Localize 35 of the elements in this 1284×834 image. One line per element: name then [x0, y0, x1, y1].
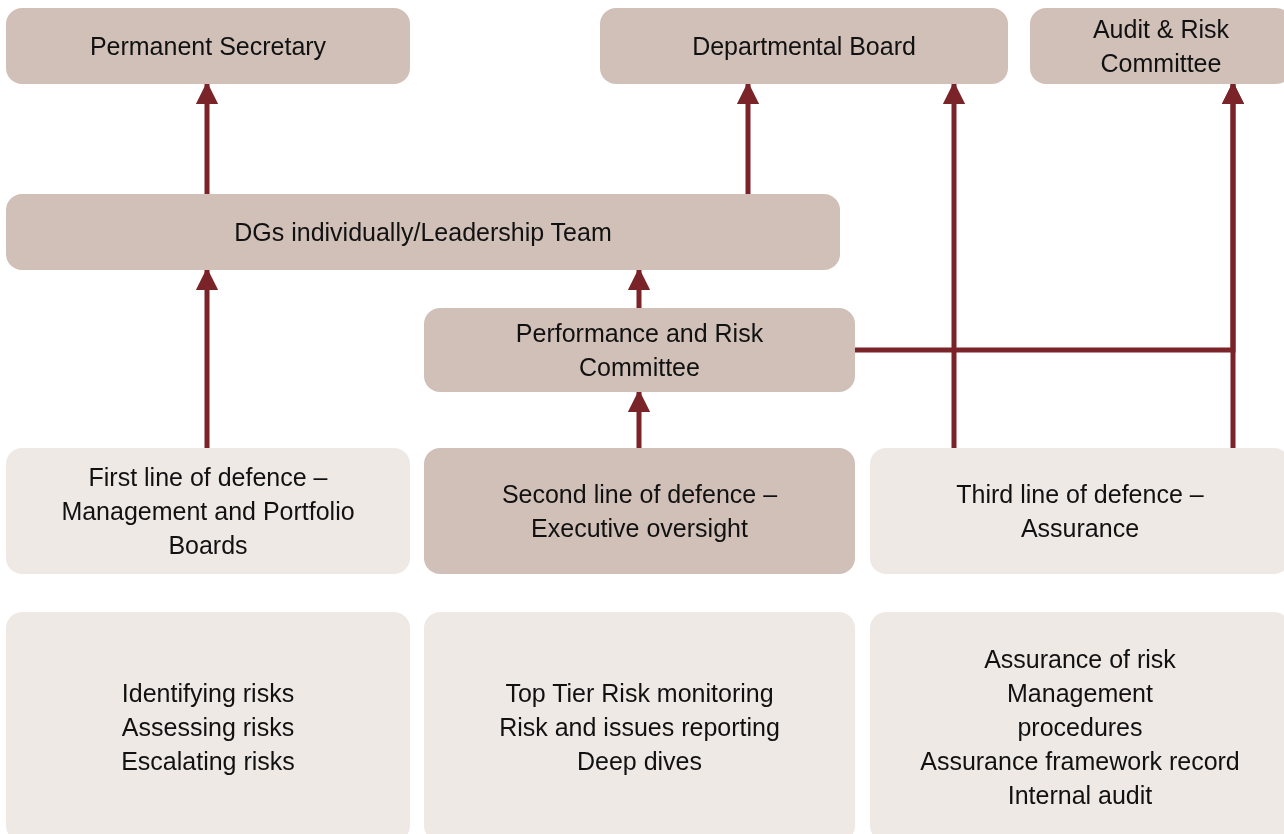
process-box	[870, 612, 1284, 834]
box-text: Third line of defence – Assurance	[955, 479, 1205, 544]
arrow	[195, 267, 219, 448]
box-text: First line of defence – Management and Portfolio Boards	[60, 462, 356, 561]
box-text: Departmental Board	[692, 31, 916, 62]
process-box	[6, 448, 410, 574]
process-box	[870, 448, 1284, 574]
process-box	[6, 194, 840, 270]
process-box	[424, 612, 855, 834]
box-text: Escalating risks	[121, 746, 295, 777]
arrow	[627, 389, 651, 448]
arrow	[855, 81, 1245, 353]
box-text: Assurance of risk Management procedures	[983, 644, 1177, 743]
arrow	[627, 267, 651, 308]
box-text: Risk and issues reporting	[499, 712, 780, 743]
process-box	[6, 612, 410, 834]
box-text: Internal audit	[1007, 780, 1153, 811]
process-box	[1030, 8, 1284, 84]
box-text: Deep dives	[576, 746, 703, 777]
box-text: Second line of defence – Executive oversight	[500, 479, 779, 544]
box-text: Performance and Risk Committee	[514, 318, 765, 383]
box-text: Audit & Risk Committee	[1091, 14, 1231, 79]
arrow	[736, 81, 760, 194]
box-text: Permanent Secretary	[89, 31, 327, 62]
box-text: Top Tier Risk monitoring	[505, 678, 774, 709]
process-box	[424, 308, 855, 392]
process-box	[424, 448, 855, 574]
box-text: Assessing risks	[121, 712, 295, 743]
box-text: Assurance framework record	[920, 746, 1240, 777]
process-box	[6, 8, 410, 84]
arrow	[942, 81, 966, 448]
arrow	[195, 81, 219, 194]
process-box	[600, 8, 1008, 84]
box-text: DGs individually/Leadership Team	[234, 217, 612, 248]
box-text: Identifying risks	[121, 678, 295, 709]
